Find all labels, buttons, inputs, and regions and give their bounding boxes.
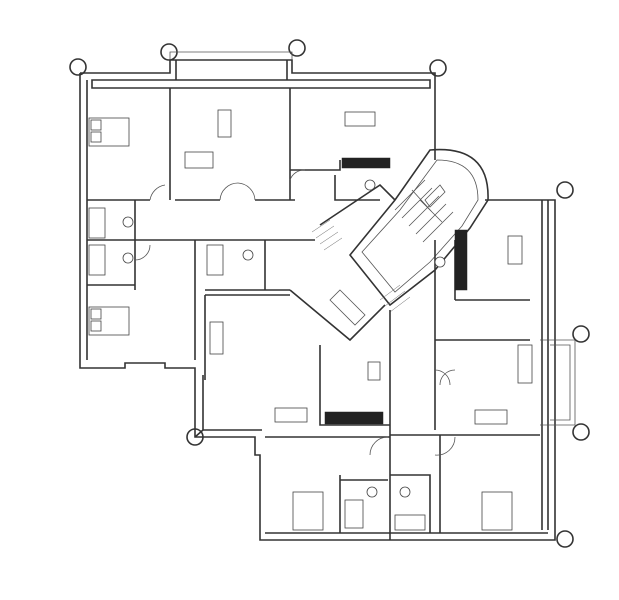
stair-tower: [348, 148, 489, 307]
interior-walls: [87, 88, 540, 540]
diagonal-corridor: [289, 183, 411, 342]
doors: [134, 169, 456, 456]
dining-tables: [344, 111, 523, 381]
corner-columns: [69, 39, 590, 548]
sofas: [184, 109, 533, 425]
beds: [88, 117, 513, 531]
balconies: [169, 51, 576, 426]
kitchen-counters: [324, 157, 468, 425]
exterior-walls: [79, 59, 556, 541]
bathrooms: [88, 179, 446, 531]
